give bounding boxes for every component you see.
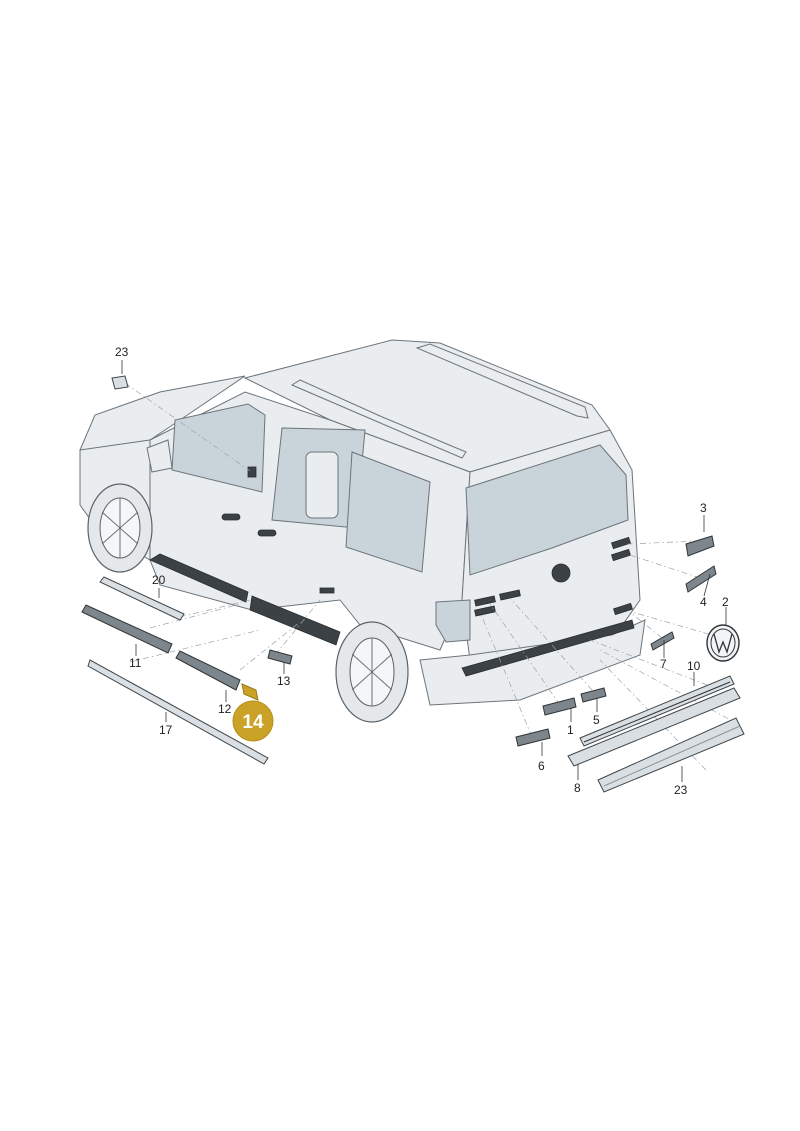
callout-6: 6 xyxy=(538,759,545,773)
highlight-circle[interactable] xyxy=(232,700,274,742)
part-14 xyxy=(241,683,259,701)
sliding-door-porthole xyxy=(305,451,339,519)
decal-mount-points xyxy=(247,466,633,617)
callout-15: 23 xyxy=(115,345,129,359)
highlight-label: 14 xyxy=(242,712,264,733)
part-8 xyxy=(567,687,741,767)
rear-badge-on-vehicle xyxy=(551,563,571,583)
roof-rail-left xyxy=(290,379,467,459)
detached-parts xyxy=(81,375,745,793)
sill-front xyxy=(149,553,249,603)
part-13 xyxy=(267,649,293,665)
callout-1: 1 xyxy=(567,723,574,737)
callout-3: 3 xyxy=(700,501,707,515)
part-17 xyxy=(87,659,269,765)
callout-8: 8 xyxy=(574,781,581,795)
callout-20: 20 xyxy=(152,573,166,587)
rear-window xyxy=(465,444,629,576)
callout-23: 23 xyxy=(674,783,688,797)
front-wheel xyxy=(87,483,153,573)
tail-light-left xyxy=(435,599,471,643)
roof-rail-right xyxy=(415,343,589,419)
sliding-door-handle xyxy=(257,529,277,537)
part-10 xyxy=(579,675,735,747)
callout-labels: 23 3 4 2 7 10 5 1 6 8 23 20 11 12 13 17 xyxy=(115,345,729,797)
part-12 xyxy=(175,650,241,691)
part-4 xyxy=(685,565,717,593)
ghost-lines xyxy=(124,382,741,771)
part-6 xyxy=(515,728,551,747)
part-20 xyxy=(99,576,185,621)
part-15 xyxy=(111,375,129,390)
part-5 xyxy=(580,687,607,703)
callout-17: 17 xyxy=(159,723,173,737)
van-illustration xyxy=(79,339,646,723)
part-7 xyxy=(650,631,675,651)
callout-13: 13 xyxy=(277,674,291,688)
leader-lines xyxy=(121,360,727,782)
front-door-handle xyxy=(221,513,241,521)
part-1 xyxy=(542,697,577,716)
front-door-window xyxy=(171,403,266,493)
rear-bumper-strip xyxy=(461,619,635,677)
rear-wheel xyxy=(335,621,409,723)
part-11 xyxy=(81,604,173,654)
callout-10: 10 xyxy=(687,659,701,673)
callout-5: 5 xyxy=(593,713,600,727)
part-3 xyxy=(685,535,715,557)
highlight-badge-14[interactable]: 14 xyxy=(232,700,274,742)
callout-4: 4 xyxy=(700,595,707,609)
callout-2: 2 xyxy=(722,595,729,609)
part-23 xyxy=(597,717,745,793)
callout-12: 12 xyxy=(218,702,232,716)
part-2-emblem xyxy=(706,624,740,662)
rear-quarter-window xyxy=(345,451,431,573)
callout-11: 11 xyxy=(129,656,142,670)
sill-rear xyxy=(249,595,341,646)
callout-7: 7 xyxy=(660,657,667,671)
side-mirror xyxy=(146,439,173,473)
